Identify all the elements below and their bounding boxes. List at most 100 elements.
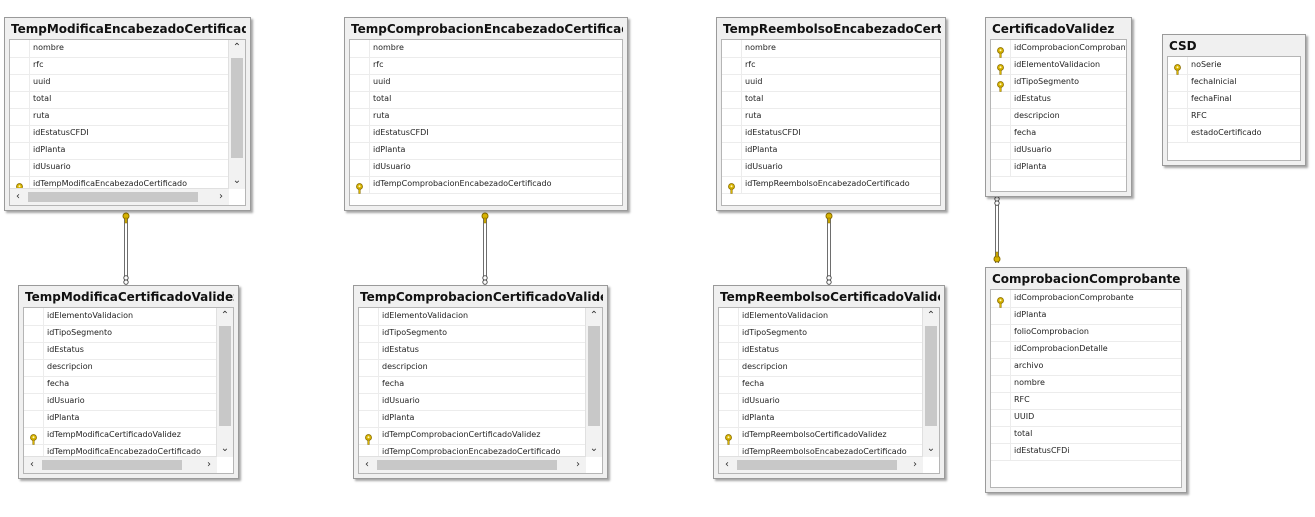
column-row[interactable]: nombre (991, 375, 1181, 393)
vertical-scroll-thumb[interactable] (219, 326, 231, 426)
column-row[interactable]: idEstatusCFDI (10, 125, 229, 143)
column-row[interactable]: fecha (359, 376, 586, 394)
column-row[interactable]: nombre (722, 40, 940, 58)
vertical-scrollbar[interactable]: ⌃⌄ (228, 40, 245, 189)
column-row[interactable]: fecha (991, 125, 1126, 143)
scroll-right-icon[interactable]: › (913, 459, 917, 470)
column-row[interactable]: idComprobacionDetalle (991, 341, 1181, 359)
column-row[interactable]: total (10, 91, 229, 109)
column-row[interactable]: idComprobacionComprobante (991, 40, 1126, 58)
column-row[interactable]: idElementoValidacion (991, 57, 1126, 75)
column-row[interactable]: idTipoSegmento (24, 325, 217, 343)
column-row[interactable]: idPlanta (359, 410, 586, 428)
vertical-scroll-thumb[interactable] (925, 326, 937, 426)
column-row[interactable]: ruta (10, 108, 229, 126)
column-row[interactable]: idEstatusCFDI (350, 125, 622, 143)
column-row[interactable]: archivo (991, 358, 1181, 376)
column-row[interactable]: idElementoValidacion (359, 308, 586, 326)
column-row[interactable]: idTempModificaCertificadoValidez (24, 427, 217, 445)
column-row[interactable]: idTipoSegmento (991, 74, 1126, 92)
vertical-scrollbar[interactable]: ⌃⌄ (216, 308, 233, 457)
column-row[interactable]: RFC (991, 392, 1181, 410)
column-row[interactable]: RFC (1168, 108, 1300, 126)
vertical-scroll-thumb[interactable] (231, 58, 243, 158)
column-row[interactable]: idTipoSegmento (719, 325, 923, 343)
column-row[interactable]: idUsuario (359, 393, 586, 411)
column-row[interactable]: fecha (24, 376, 217, 394)
column-row[interactable]: idPlanta (991, 307, 1181, 325)
horizontal-scrollbar[interactable]: ‹› (359, 456, 586, 473)
vertical-scroll-thumb[interactable] (588, 326, 600, 426)
scroll-left-icon[interactable]: ‹ (30, 459, 34, 470)
column-row[interactable]: idPlanta (719, 410, 923, 428)
column-row[interactable]: idEstatus (359, 342, 586, 360)
scroll-left-icon[interactable]: ‹ (16, 191, 20, 202)
column-row[interactable]: descripcion (24, 359, 217, 377)
column-row[interactable]: ruta (722, 108, 940, 126)
column-row[interactable]: UUID (991, 409, 1181, 427)
horizontal-scroll-thumb[interactable] (42, 460, 182, 470)
scroll-down-icon[interactable]: ⌄ (589, 443, 599, 454)
horizontal-scrollbar[interactable]: ‹› (719, 456, 923, 473)
column-row[interactable]: idEstatusCFDI (722, 125, 940, 143)
horizontal-scroll-thumb[interactable] (28, 192, 198, 202)
column-row[interactable]: nombre (350, 40, 622, 58)
column-row[interactable]: idTempReembolsoCertificadoValidez (719, 427, 923, 445)
horizontal-scrollbar[interactable]: ‹› (10, 188, 229, 205)
column-row[interactable]: ruta (350, 108, 622, 126)
scroll-down-icon[interactable]: ⌄ (232, 175, 242, 186)
relationship-link[interactable] (825, 212, 833, 285)
column-row[interactable]: idUsuario (991, 142, 1126, 160)
column-row[interactable]: idPlanta (10, 142, 229, 160)
column-row[interactable]: uuid (10, 74, 229, 92)
scroll-right-icon[interactable]: › (219, 191, 223, 202)
column-row[interactable]: idTempComprobacionCertificadoValidez (359, 427, 586, 445)
column-row[interactable]: idTempReembolsoEncabezadoCertificado (722, 176, 940, 194)
relationship-link[interactable] (122, 212, 130, 285)
column-row[interactable]: rfc (10, 57, 229, 75)
scroll-right-icon[interactable]: › (576, 459, 580, 470)
column-row[interactable]: idPlanta (991, 159, 1126, 177)
scroll-down-icon[interactable]: ⌄ (926, 443, 936, 454)
column-row[interactable]: idEstatus (719, 342, 923, 360)
column-row[interactable]: idPlanta (722, 142, 940, 160)
column-row[interactable]: idEstatus (24, 342, 217, 360)
column-row[interactable]: idComprobacionComprobante (991, 290, 1181, 308)
column-row[interactable]: fecha (719, 376, 923, 394)
column-row[interactable]: rfc (350, 57, 622, 75)
column-row[interactable]: idTipoSegmento (359, 325, 586, 343)
column-row[interactable]: idUsuario (10, 159, 229, 177)
scroll-up-icon[interactable]: ⌃ (926, 310, 936, 321)
column-row[interactable]: idPlanta (350, 142, 622, 160)
column-row[interactable]: descripcion (719, 359, 923, 377)
column-row[interactable]: idUsuario (719, 393, 923, 411)
scroll-up-icon[interactable]: ⌃ (232, 42, 242, 53)
scroll-down-icon[interactable]: ⌄ (220, 443, 230, 454)
column-row[interactable]: rfc (722, 57, 940, 75)
vertical-scrollbar[interactable]: ⌃⌄ (585, 308, 602, 457)
relationship-link[interactable] (481, 212, 489, 285)
relationship-link[interactable] (993, 196, 1001, 263)
column-row[interactable]: idUsuario (24, 393, 217, 411)
column-row[interactable]: uuid (350, 74, 622, 92)
scroll-up-icon[interactable]: ⌃ (589, 310, 599, 321)
scroll-left-icon[interactable]: ‹ (365, 459, 369, 470)
column-row[interactable]: descripcion (991, 108, 1126, 126)
column-row[interactable]: noSerie (1168, 57, 1300, 75)
column-row[interactable]: idTempComprobacionEncabezadoCertificado (350, 176, 622, 194)
column-row[interactable]: idUsuario (350, 159, 622, 177)
column-row[interactable]: idEstatusCFDi (991, 443, 1181, 461)
scroll-right-icon[interactable]: › (207, 459, 211, 470)
horizontal-scrollbar[interactable]: ‹› (24, 456, 217, 473)
column-row[interactable]: idEstatus (991, 91, 1126, 109)
column-row[interactable]: fechaInicial (1168, 74, 1300, 92)
column-row[interactable]: total (722, 91, 940, 109)
